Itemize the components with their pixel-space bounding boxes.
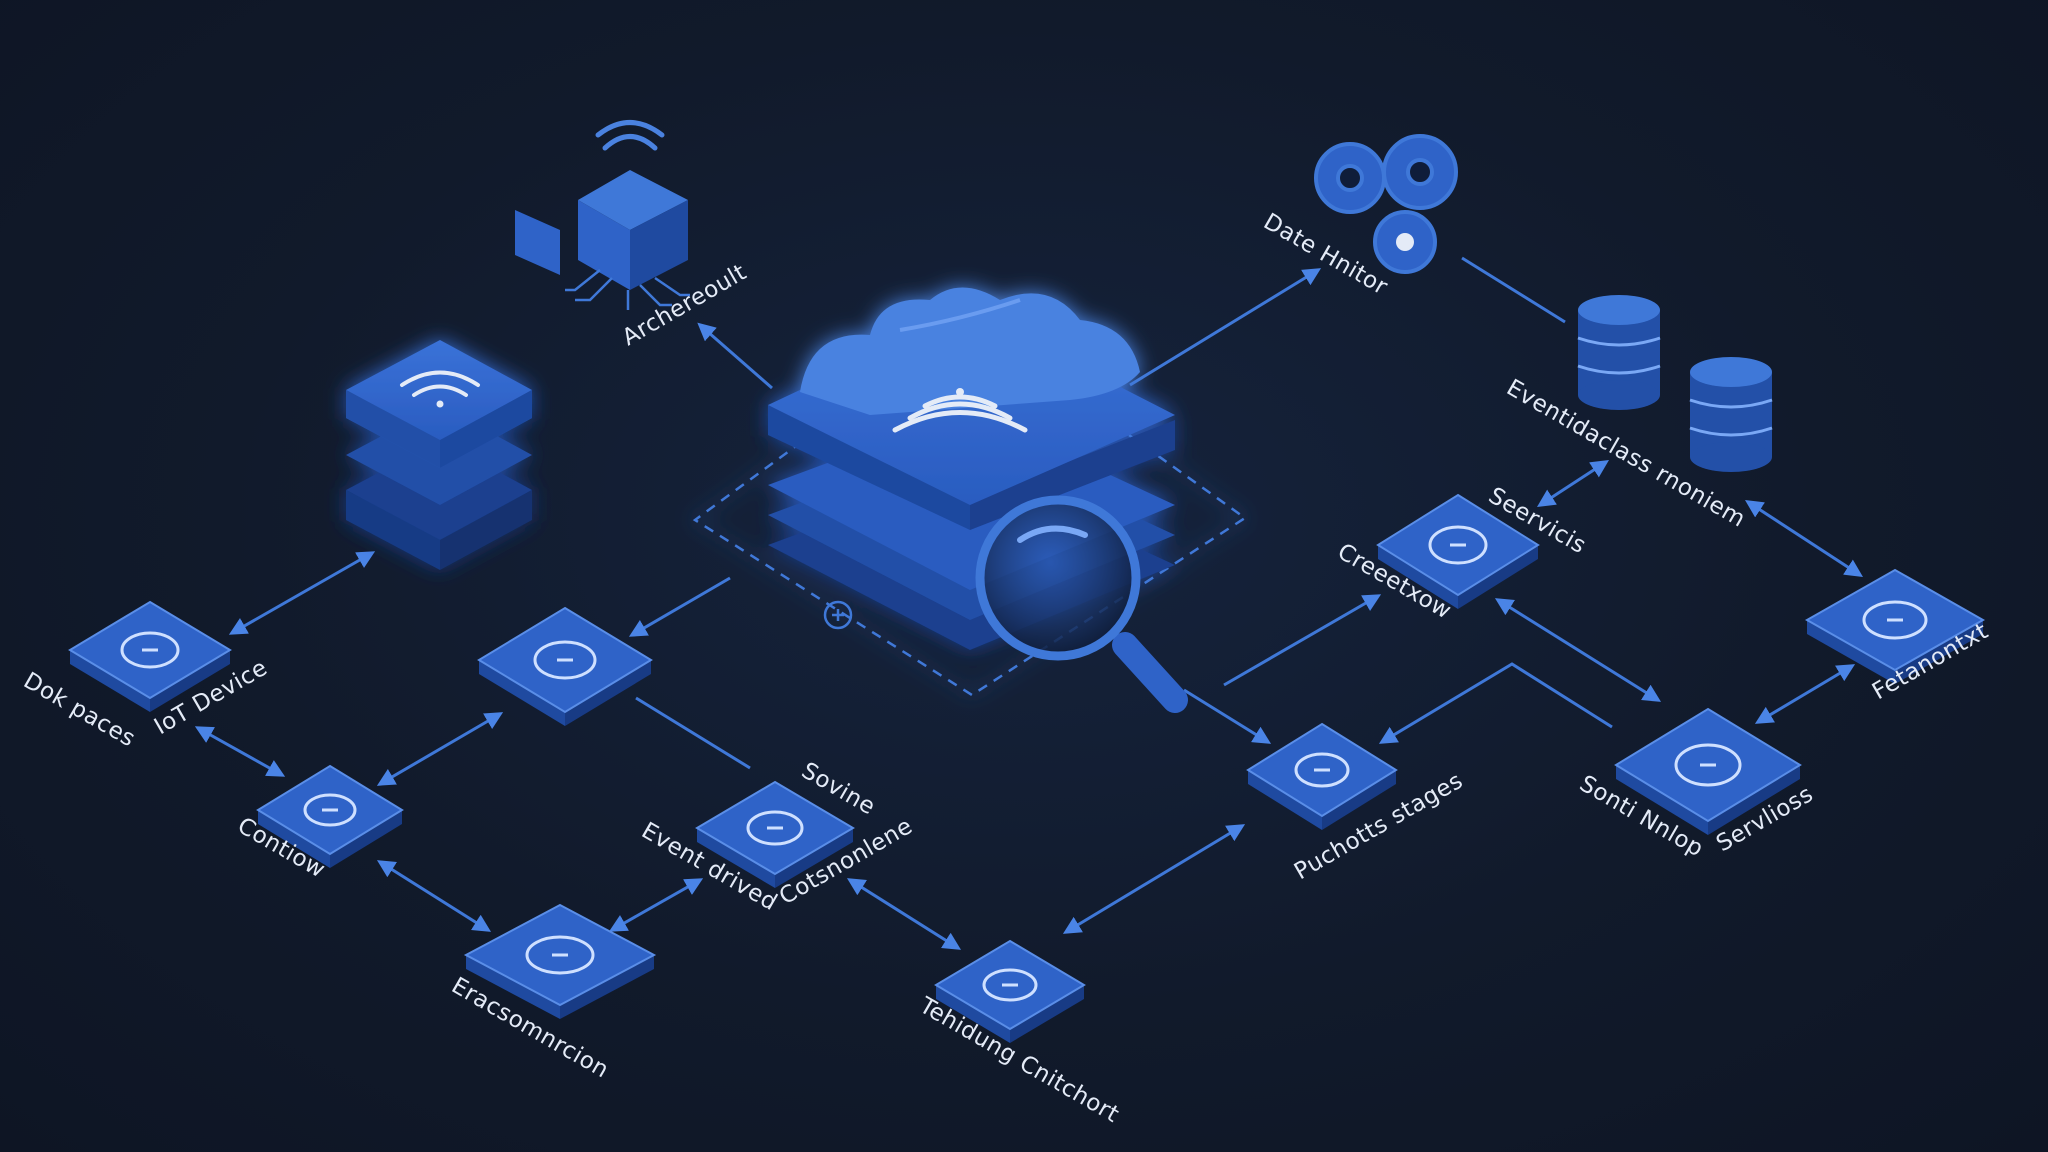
tile-enumeration[interactable]: [463, 903, 657, 1019]
chip-icon: [120, 631, 180, 669]
lock-icon: [533, 640, 597, 680]
tag-icon: [982, 968, 1038, 1002]
monitor-icon: [525, 935, 595, 975]
tile-iot-device[interactable]: [68, 600, 232, 712]
form-icon: [746, 810, 804, 846]
connector-magnifier-products: [1183, 688, 1272, 744]
connector-monitor-database: [1461, 256, 1566, 324]
magnifier-icon[interactable]: [975, 495, 1188, 713]
database-icon-2[interactable]: [1689, 357, 1773, 472]
connector-components-tracking: [846, 878, 962, 950]
connectors: [194, 256, 1864, 950]
database-icon[interactable]: [1577, 295, 1661, 410]
connector-cloud-solve: [628, 576, 731, 637]
connector-createflow-sensor: [1494, 598, 1662, 702]
connector-solve-gateway: [376, 712, 504, 786]
cloud-stack-icon[interactable]: [692, 287, 1248, 697]
anchor-point: [823, 600, 853, 630]
tile-tracking[interactable]: [934, 939, 1086, 1043]
gauge-icon: [1428, 525, 1488, 565]
target-icon: [1674, 743, 1742, 787]
tile-sensor[interactable]: [1614, 707, 1802, 835]
gear-cluster-icon[interactable]: [1314, 134, 1458, 274]
tile-products[interactable]: [1246, 722, 1398, 830]
connector-cloud-monitor: [1129, 268, 1322, 387]
connector-wifi-iot: [228, 551, 376, 635]
map-icon: [303, 793, 357, 827]
wifi-icon: [400, 370, 480, 408]
tile-createflow[interactable]: [1376, 493, 1540, 609]
label-data-monitor: Date Hnitor: [1259, 209, 1392, 301]
wifi-stack-icon[interactable]: [346, 340, 532, 570]
connector-center-createflow: [1223, 594, 1382, 687]
tile-solve-left[interactable]: [477, 606, 653, 726]
iot-cube-icon[interactable]: [515, 120, 690, 311]
tile-gateway[interactable]: [256, 764, 404, 868]
connector-database-retirement: [1744, 500, 1864, 577]
monitor-icon: [1862, 600, 1928, 640]
tile-components[interactable]: [695, 780, 855, 888]
connector-enumeration-components: [608, 878, 704, 932]
connector-cloud-architecture: [697, 322, 773, 390]
connector-database-services: [1536, 460, 1610, 507]
tile-retirement[interactable]: [1804, 568, 1986, 684]
connector-sensor-retirement: [1754, 664, 1856, 724]
connector-solve-components: [635, 696, 751, 770]
selection-region: [692, 318, 1248, 697]
nodes-icon: [1294, 752, 1350, 788]
connector-iot-gateway: [194, 726, 286, 777]
connector-tracking-products: [1062, 824, 1246, 934]
connector-sensor-products: [1378, 662, 1613, 744]
wifi-glyph-center: [892, 388, 1028, 433]
tile-nodes: [68, 493, 1986, 1043]
connector-gateway-enumeration: [376, 860, 492, 932]
